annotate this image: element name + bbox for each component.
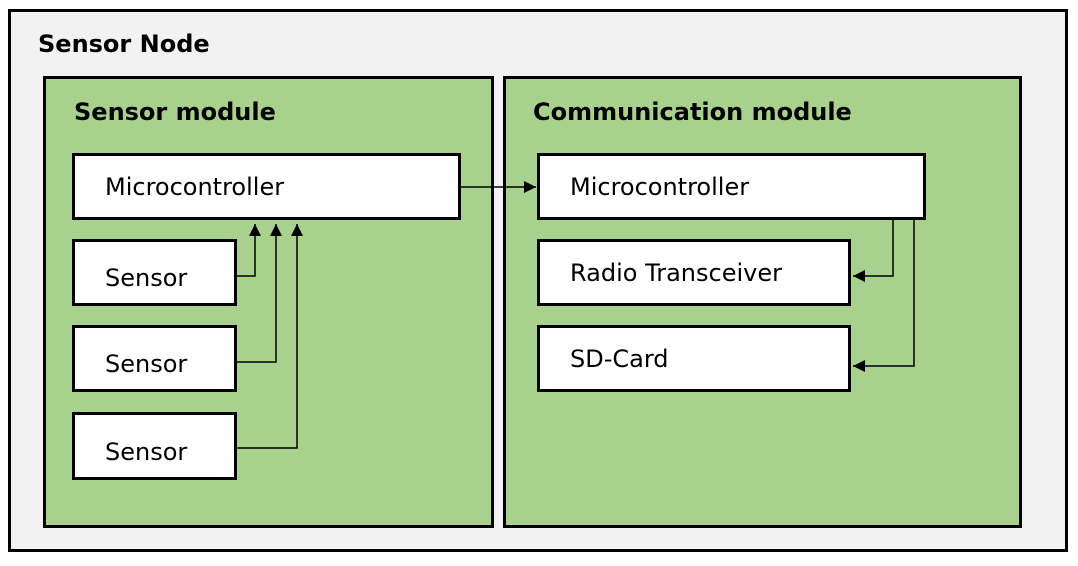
sensor-module-title: Sensor module <box>74 98 276 126</box>
communication-module-title: Communication module <box>533 98 852 126</box>
sensor-box-3: Sensor <box>72 412 237 480</box>
radio-transceiver-box: Radio Transceiver <box>537 239 851 306</box>
sensor-box-1: Sensor <box>72 239 237 306</box>
sensor-label-1: Sensor <box>105 263 188 292</box>
sensor-box-2: Sensor <box>72 325 237 392</box>
sensor-microcontroller-label: Microcontroller <box>105 172 285 201</box>
sd-card-label: SD-Card <box>570 344 669 373</box>
sensor-label-2: Sensor <box>105 349 188 378</box>
comm-microcontroller-box: Microcontroller <box>537 153 926 220</box>
comm-microcontroller-label: Microcontroller <box>570 172 750 201</box>
sensor-label-3: Sensor <box>105 438 188 466</box>
sensor-microcontroller-box: Microcontroller <box>72 153 461 220</box>
sensor-node-title: Sensor Node <box>38 30 210 58</box>
radio-transceiver-label: Radio Transceiver <box>570 258 782 287</box>
sd-card-box: SD-Card <box>537 325 851 392</box>
